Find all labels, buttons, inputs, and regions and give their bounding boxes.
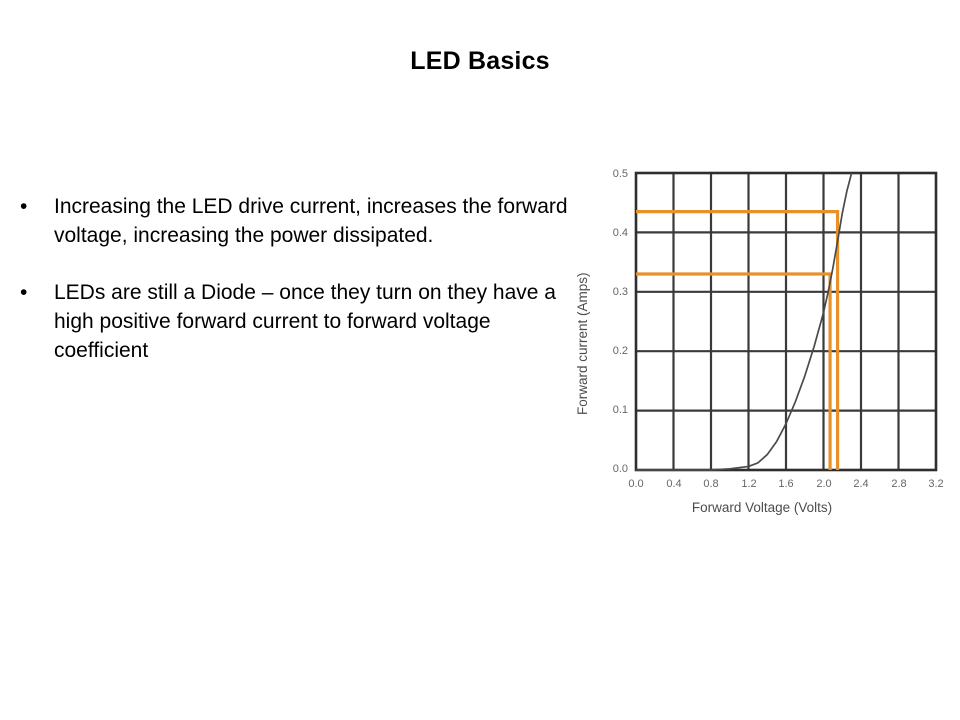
y-tick-label: 0.1	[613, 404, 628, 416]
y-axis-title: Forward current (Amps)	[575, 272, 590, 415]
x-tick-label: 2.0	[816, 478, 831, 490]
bullet-marker-icon: •	[20, 195, 28, 218]
x-tick-label: 0.0	[628, 478, 643, 490]
y-tick-labels: 0.5 0.4 0.3 0.2 0.1 0.0	[613, 168, 628, 475]
plot-area	[634, 171, 938, 472]
x-tick-label: 1.2	[741, 478, 756, 490]
x-tick-label: 0.4	[666, 478, 681, 490]
bullet-text-drive-current: Increasing the LED drive current, increa…	[54, 195, 568, 247]
operating-point-high-guide	[636, 210, 840, 470]
bullet-text-diode-coefficient: LEDs are still a Diode – once they turn …	[54, 281, 556, 362]
bullet-list: • Increasing the LED drive current, incr…	[16, 192, 586, 393]
diode-iv-curve	[636, 172, 853, 471]
x-tick-labels: 0.0 0.4 0.8 1.2 1.6 2.0 2.4 2.8 3.2	[628, 478, 943, 490]
y-tick-label: 0.5	[613, 168, 628, 180]
x-tick-label: 2.4	[853, 478, 868, 490]
page-title: LED Basics	[410, 47, 550, 75]
y-tick-label: 0.0	[613, 463, 628, 475]
list-item: • Increasing the LED drive current, incr…	[16, 192, 586, 250]
plot-frame	[634, 171, 938, 472]
x-tick-label: 0.8	[703, 478, 718, 490]
operating-point-low-guide	[636, 272, 832, 470]
y-tick-label: 0.3	[613, 286, 628, 298]
y-tick-label: 0.2	[613, 345, 628, 357]
y-tick-label: 0.4	[613, 227, 628, 239]
x-tick-label: 1.6	[778, 478, 793, 490]
gridlines	[636, 173, 936, 470]
x-tick-label: 2.8	[891, 478, 906, 490]
bullet-marker-icon: •	[20, 281, 28, 304]
chart-svg: Forward current (Amps) Forward Voltage (…	[575, 168, 944, 515]
list-item: • LEDs are still a Diode – once they tur…	[16, 278, 586, 365]
led-iv-chart: Forward current (Amps) Forward Voltage (…	[570, 150, 950, 530]
x-tick-label: 3.2	[928, 478, 943, 490]
x-axis-title: Forward Voltage (Volts)	[692, 500, 832, 515]
